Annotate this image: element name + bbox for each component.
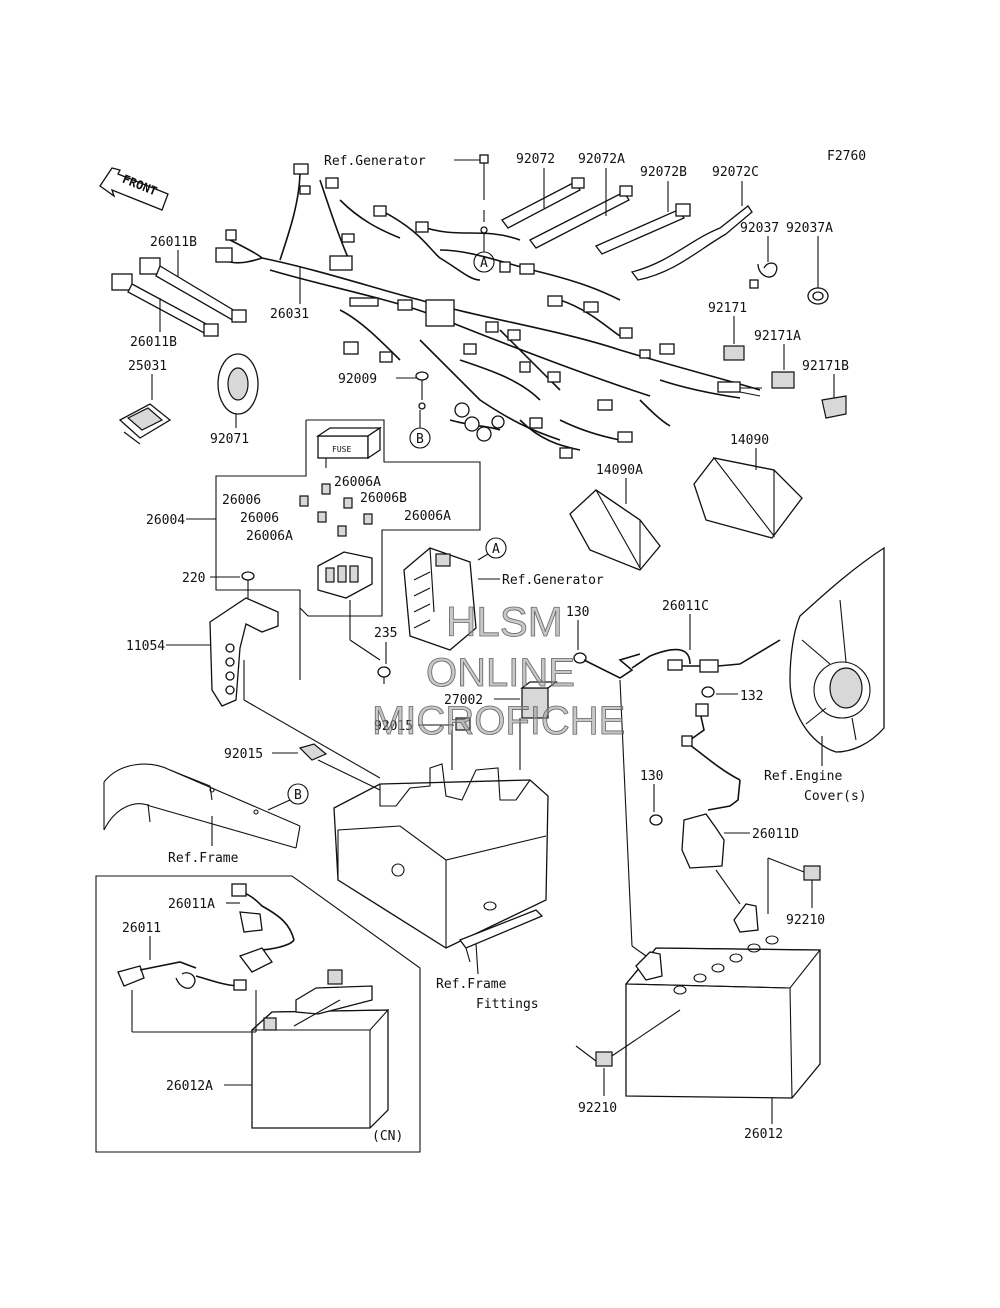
battery-26012: 26012 92210 92210 (575, 679, 825, 1142)
cable-26011C: 130 26011C 132 (566, 599, 781, 704)
part-220: 220 (182, 571, 205, 586)
cable-26011D: 130 26011D (640, 703, 799, 869)
part-92071: 92071 (210, 432, 249, 447)
part-14090A: 14090A (596, 463, 643, 478)
part-26011C: 26011C (662, 599, 709, 614)
part-92015-a: 92015 (374, 719, 413, 734)
part-26006-1: 26006 (222, 493, 261, 508)
callout-b-top: B (409, 427, 431, 449)
ref-generator-mid-label: Ref.Generator (502, 573, 604, 588)
part-132: 132 (740, 689, 763, 704)
battery-tray (333, 763, 549, 963)
svg-text:FUSE: FUSE (332, 445, 351, 454)
part-235: 235 (374, 626, 397, 641)
screw-92009: 92009 (338, 371, 429, 428)
part-26011B-b: 26011B (130, 335, 177, 350)
cover-14090: 14090 (693, 433, 803, 539)
figure-code: F2760 (827, 149, 866, 164)
relay-25031: 25031 (118, 359, 172, 445)
part-26006A-2: 26006A (404, 509, 451, 524)
part-92009: 92009 (338, 372, 377, 387)
part-92171: 92171 (708, 301, 747, 316)
part-92210-b: 92210 (578, 1101, 617, 1116)
cable-ties: 92072 92072A 92072B 92072C (501, 152, 759, 281)
part-92037A: 92037A (786, 221, 833, 236)
ref-engine-cover-1: Ref.Engine (764, 769, 842, 784)
part-92015-b: 92015 (224, 747, 263, 762)
ref-frame-fittings-1: Ref.Frame (436, 977, 507, 992)
part-26012A: 26012A (166, 1079, 213, 1094)
part-26012: 26012 (744, 1127, 783, 1142)
part-25031: 25031 (128, 359, 167, 374)
fuse-box-group: FUSE 26006A 26006 26006B 26006 26006A 26… (146, 419, 481, 680)
cn-label: (CN) (372, 1129, 403, 1144)
cn-inset: (CN) 26011A 26011 26012A (95, 875, 421, 1153)
front-arrow-icon: FRONT (99, 167, 169, 211)
callout-a-top-label: A (480, 256, 488, 271)
part-26031: 26031 (270, 307, 309, 322)
part-130: 130 (640, 769, 663, 784)
part-26006-2: 26006 (240, 511, 279, 526)
ref-generator-top-label: Ref.Generator (324, 154, 426, 169)
ref-frame-label: Ref.Frame (168, 851, 239, 866)
part-26006A-1: 26006A (334, 475, 381, 490)
sensor-26011B: 26011B 26011B (111, 235, 247, 350)
part-92210-a: 92210 (786, 913, 825, 928)
main-wiring-harness (215, 163, 762, 459)
cover-14090A: 14090A (569, 463, 661, 571)
watermark: HLSM ONLINE MICROFICHE (372, 598, 626, 744)
part-26011D: 26011D (752, 827, 799, 842)
part-92072C: 92072C (712, 165, 759, 180)
part-26011: 26011 (122, 921, 161, 936)
engine-cover: Ref.Engine Cover(s) (764, 546, 885, 804)
screw-235: 235 (349, 600, 397, 684)
part-92171B: 92171B (802, 359, 849, 374)
part-26004: 26004 (146, 513, 185, 528)
regulator: Ref.Generator A (403, 537, 604, 651)
callout-a-top: A (473, 234, 495, 273)
part-27002: 27002 (444, 693, 483, 708)
ref-frame-fittings-2: Fittings (476, 997, 539, 1012)
watermark-line3: MICROFICHE (372, 699, 625, 743)
watermark-line1: HLSM (446, 598, 563, 645)
part-11054: 11054 (126, 639, 165, 654)
ref-generator-top: Ref.Generator (324, 154, 489, 234)
bracket-11054: 220 11054 (126, 571, 279, 707)
part-26011B-a: 26011B (150, 235, 197, 250)
watermark-line2: ONLINE (426, 651, 575, 695)
relay-27002: 27002 92015 92015 (224, 681, 558, 762)
part-26006B: 26006B (360, 491, 407, 506)
grommet-92071: 92071 (210, 353, 259, 447)
part-14090: 14090 (730, 433, 769, 448)
clamps: 92037 92037A 92171 92171A 92171B (708, 221, 849, 419)
callout-b-bottom-label: B (294, 788, 302, 803)
part-92072A: 92072A (578, 152, 625, 167)
part-26006A-3: 26006A (246, 529, 293, 544)
part-92072: 92072 (516, 152, 555, 167)
callout-b-top-label: B (416, 432, 424, 447)
part-130-top: 130 (566, 605, 589, 620)
part-26011A: 26011A (168, 897, 215, 912)
ref-engine-cover-2: Cover(s) (804, 789, 867, 804)
callout-a-mid-label: A (492, 542, 500, 557)
part-92171A: 92171A (754, 329, 801, 344)
part-92072B: 92072B (640, 165, 687, 180)
frame: Ref.Frame B (103, 763, 309, 866)
part-92037: 92037 (740, 221, 779, 236)
